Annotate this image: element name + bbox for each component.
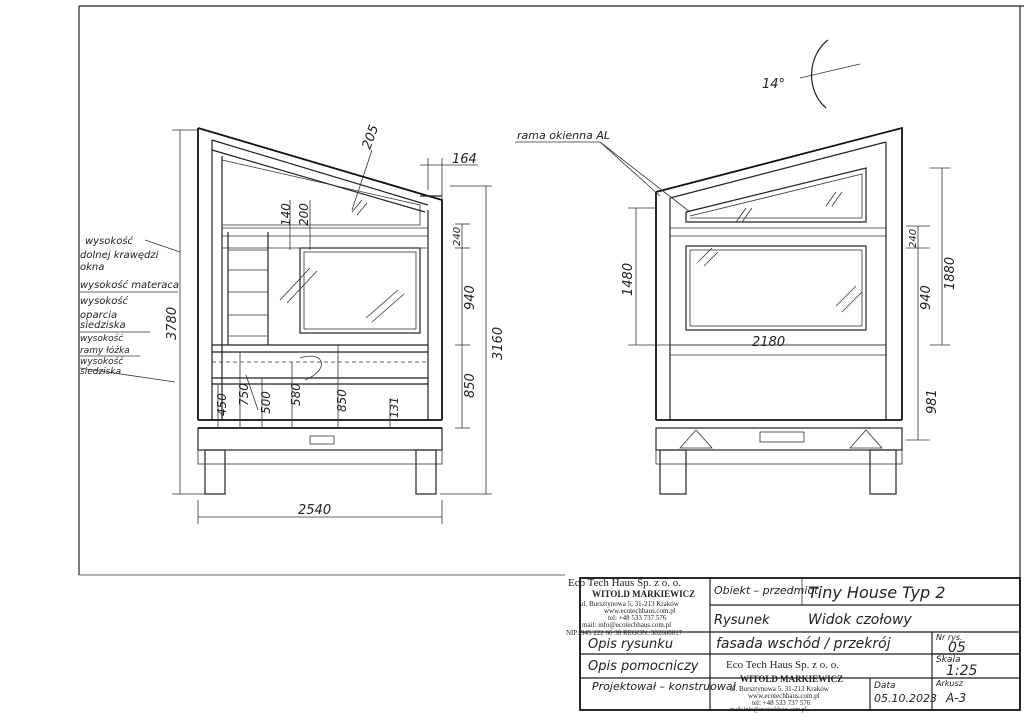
stamp-mail: mail: info@ecotechhaus.com.pl bbox=[582, 621, 671, 629]
dim-3160: 3160 bbox=[491, 327, 506, 360]
label-bed-frame-2: ramy łóżka bbox=[80, 345, 130, 356]
stamp-web: www.ecotechhaus.com.pl bbox=[604, 607, 676, 615]
right-view-dimensions: 1480 2180 1880 240 940 981 bbox=[621, 167, 958, 441]
label-mattress-height: wysokość materaca bbox=[80, 279, 179, 291]
label-window-edge-2: dolnej krawędzi bbox=[80, 250, 159, 261]
left-section-view bbox=[197, 127, 443, 495]
sheet-no-label: Nr rys. bbox=[936, 633, 963, 642]
dim-981: 981 bbox=[925, 389, 940, 414]
dim-580: 580 bbox=[289, 383, 303, 406]
dim-500: 500 bbox=[259, 391, 273, 414]
bottom-stamp-person: WITOLD MARKIEWICZ bbox=[740, 674, 843, 684]
bottom-stamp-web: www.ecotechhaus.com.pl bbox=[748, 692, 820, 700]
sheet-value: A-3 bbox=[945, 691, 966, 705]
drawing-label: Rysunek bbox=[714, 613, 770, 628]
dim-750: 750 bbox=[237, 383, 251, 406]
dim-450: 450 bbox=[215, 393, 229, 416]
dim-2180: 2180 bbox=[752, 335, 785, 350]
object-label: Obiekt – przedmiot bbox=[714, 584, 819, 597]
label-seat-2: siedziska bbox=[80, 367, 121, 377]
dim-200: 200 bbox=[297, 203, 311, 226]
sheet-label: Arkusz bbox=[935, 679, 964, 688]
description-label: Opis rysunku bbox=[588, 637, 673, 652]
stamp-company-name: Eco Tech Haus Sp. z o. o. bbox=[568, 577, 681, 589]
window-frame-label: rama okienna AL bbox=[517, 129, 610, 142]
dim-240-right: 240 bbox=[908, 229, 919, 248]
left-annotations: wysokość dolnej krawędzi okna wysokość m… bbox=[79, 235, 181, 383]
label-backrest-2: oparcia bbox=[80, 310, 117, 321]
bottom-stamp: Eco Tech Haus Sp. z o. o. WITOLD MARKIEW… bbox=[726, 659, 843, 713]
right-facade-view: rama okienna AL bbox=[515, 126, 903, 495]
bottom-stamp-company: Eco Tech Haus Sp. z o. o. bbox=[726, 659, 839, 671]
dim-850-mid: 850 bbox=[335, 389, 349, 412]
dim-1480: 1480 bbox=[621, 263, 636, 296]
label-window-edge-3: okna bbox=[80, 262, 104, 273]
drawing-value: Widok czołowy bbox=[808, 612, 912, 628]
designed-label: Projektował – konstruował bbox=[592, 680, 737, 693]
date-label: Data bbox=[874, 681, 896, 691]
dim-940-left: 940 bbox=[463, 285, 478, 310]
label-backrest-1: wysokość bbox=[80, 295, 129, 307]
company-stamp: Eco Tech Haus Sp. z o. o. WITOLD MARKIEW… bbox=[566, 577, 695, 637]
dim-2540: 2540 bbox=[298, 503, 331, 518]
stamp-person: WITOLD MARKIEWICZ bbox=[592, 589, 695, 599]
dim-205: 205 bbox=[360, 123, 383, 151]
stamp-nip: NIP: 945 222 66 30 REGON: 382600017 bbox=[566, 629, 683, 637]
dim-164: 164 bbox=[452, 152, 477, 167]
label-bed-frame-1: wysokość bbox=[80, 333, 124, 344]
title-block-fields: Obiekt – przedmiot Tiny House Typ 2 Rysu… bbox=[588, 583, 978, 705]
dim-1880: 1880 bbox=[943, 257, 958, 290]
dim-140: 140 bbox=[279, 203, 293, 226]
title-block bbox=[579, 577, 1021, 711]
aux-description-label: Opis pomocniczy bbox=[588, 659, 699, 674]
sheet-no-value: 05 bbox=[948, 640, 966, 656]
object-value: Tiny House Typ 2 bbox=[808, 583, 945, 602]
bottom-stamp-tel: tel: +48 533 737 576 bbox=[752, 699, 811, 707]
scale-label: Skala bbox=[936, 655, 960, 665]
stamp-address: ul. Bursztynowa 5, 31-213 Kraków bbox=[580, 600, 680, 608]
dim-940-right: 940 bbox=[919, 285, 934, 310]
label-window-edge-1: wysokość bbox=[85, 235, 134, 247]
label-seat-1: wysokość bbox=[80, 356, 124, 367]
dim-3780: 3780 bbox=[165, 307, 180, 340]
dim-850-right: 850 bbox=[463, 373, 478, 398]
date-value: 05.10.2023 bbox=[874, 692, 937, 705]
label-backrest-3: siedziska bbox=[80, 320, 126, 331]
dim-131: 131 bbox=[388, 397, 401, 418]
scale-value: 1:25 bbox=[946, 663, 978, 679]
bottom-stamp-mail: mail: info@ecotechhaus.com.pl bbox=[730, 706, 807, 713]
stamp-tel: tel: +48 533 737 576 bbox=[608, 614, 667, 622]
dim-240-left: 240 bbox=[452, 227, 463, 246]
bottom-stamp-address: ul. Bursztynowa 5, 31-213 Kraków bbox=[730, 685, 830, 693]
roof-angle-mark: 14° bbox=[762, 39, 861, 109]
description-value: fasada wschód / przekrój bbox=[716, 636, 891, 652]
left-view-dimensions: 3780 3160 940 240 850 164 205 140 200 45… bbox=[165, 123, 506, 524]
angle-label: 14° bbox=[762, 77, 785, 92]
